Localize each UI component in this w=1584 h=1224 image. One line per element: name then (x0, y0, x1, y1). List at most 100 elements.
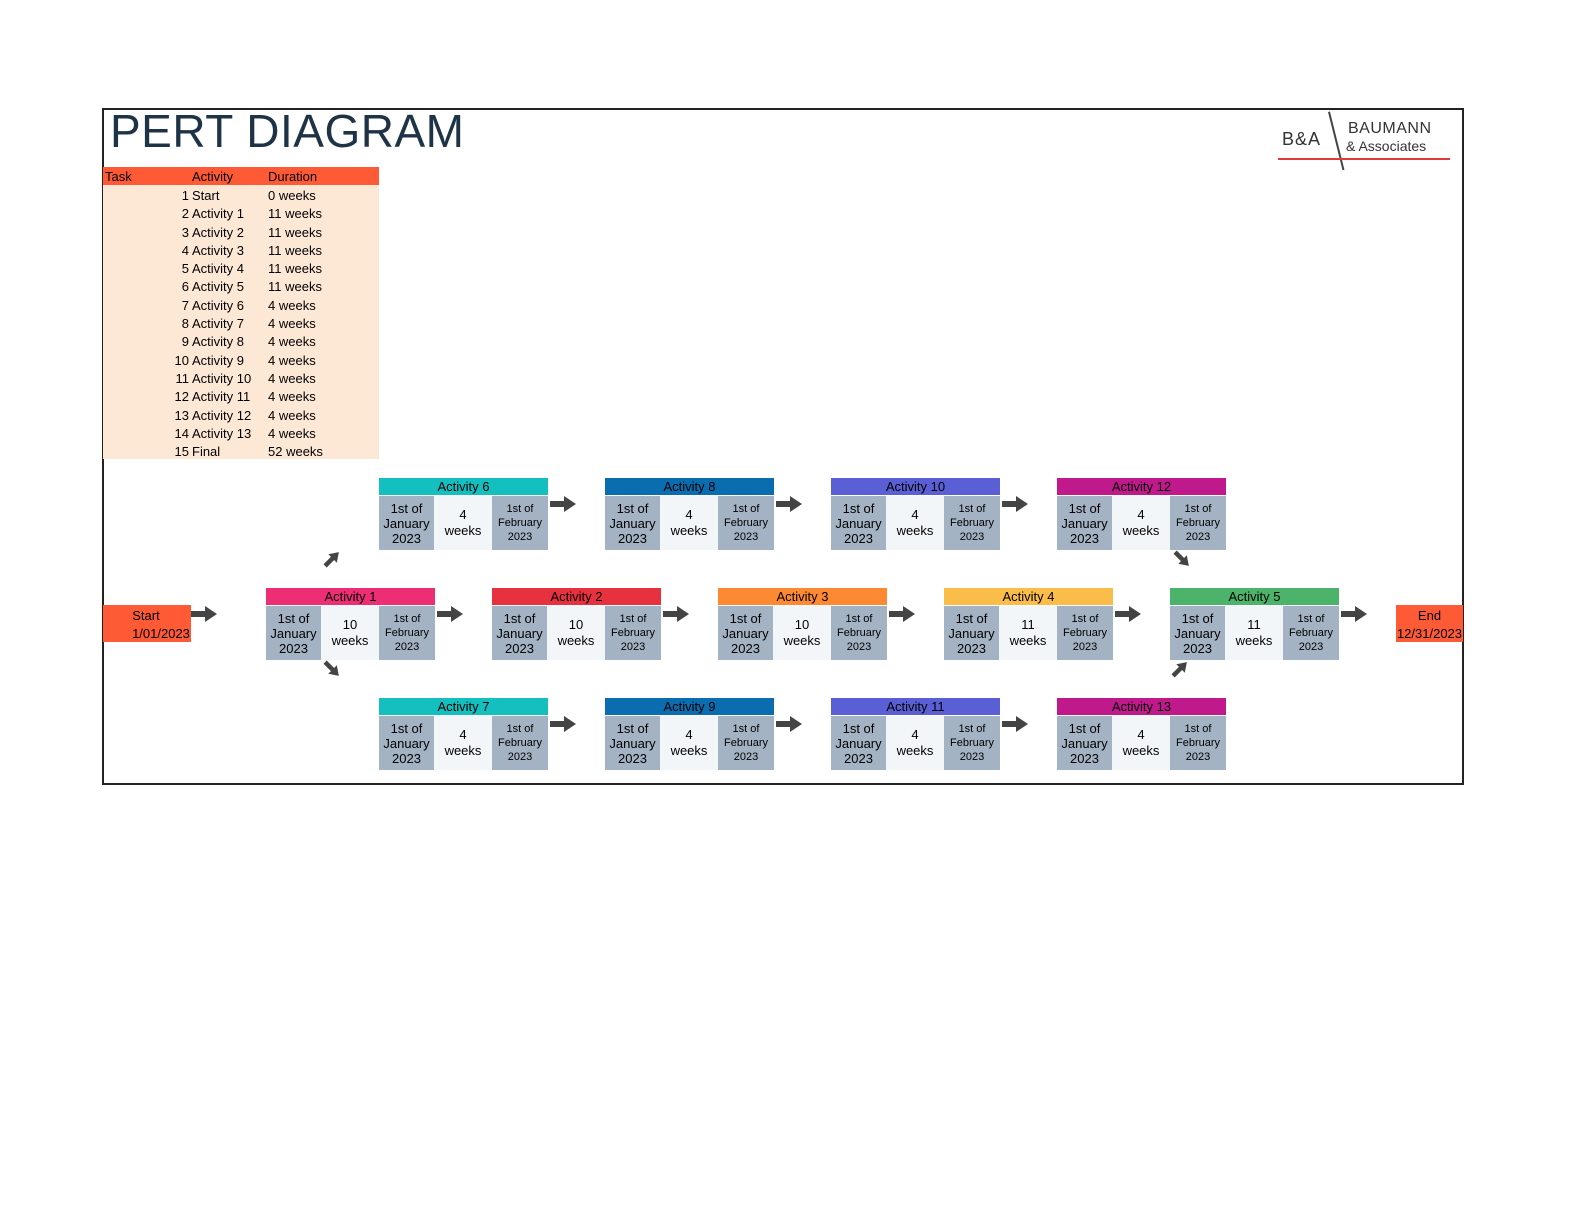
early-start: 1st of January 2023 (379, 716, 434, 770)
arrow-icon (888, 605, 916, 623)
start-label: Start (132, 608, 160, 623)
early-start: 1st of January 2023 (266, 606, 321, 660)
activity-duration: 4 weeks (268, 407, 316, 423)
activity-title: Activity 8 (605, 478, 774, 495)
duration: 4 weeks (660, 496, 718, 550)
activity-name: Activity 11 (192, 389, 251, 405)
early-finish: 1st of February 2023 (1283, 606, 1339, 660)
end-label: End (1417, 608, 1442, 623)
activity-name: Activity 6 (192, 297, 245, 313)
activity-title: Activity 1 (266, 588, 435, 605)
activity-name: Activity 5 (192, 279, 245, 295)
activity-name: Activity 2 (192, 224, 245, 240)
activity-name: Activity 8 (192, 334, 245, 350)
duration: 4 weeks (1112, 716, 1170, 770)
early-finish: 1st of February 2023 (1170, 496, 1226, 550)
early-start: 1st of January 2023 (379, 496, 434, 550)
activity-title: Activity 2 (492, 588, 661, 605)
arrow-icon (1340, 605, 1368, 623)
early-finish: 1st of February 2023 (492, 716, 548, 770)
activity-title: Activity 9 (605, 698, 774, 715)
task-number: 1 (181, 188, 189, 203)
duration: 4 weeks (660, 716, 718, 770)
arrow-icon (549, 715, 577, 733)
activity-name: Activity 3 (192, 242, 245, 258)
activity-title: Activity 13 (1057, 698, 1226, 715)
early-start: 1st of January 2023 (492, 606, 547, 660)
duration: 4 weeks (434, 716, 492, 770)
early-finish: 1st of February 2023 (718, 496, 774, 550)
logo-name-line1: BAUMANN (1348, 120, 1432, 137)
task-number: 14 (174, 425, 189, 441)
activity-title: Activity 3 (718, 588, 887, 605)
early-start: 1st of January 2023 (1057, 496, 1112, 550)
activity-duration: 11 weeks (268, 206, 322, 222)
duration: 10 weeks (321, 606, 379, 660)
activity-duration: 4 weeks (268, 389, 316, 405)
activity-name: Start (192, 188, 220, 203)
activity-name: Activity 12 (192, 407, 252, 423)
activity-duration: 11 weeks (268, 242, 322, 258)
task-number: 10 (174, 352, 189, 368)
arrow-icon (775, 495, 803, 513)
activity-name: Final (192, 444, 221, 460)
early-start: 1st of January 2023 (831, 716, 886, 770)
duration: 10 weeks (773, 606, 831, 660)
activity-title: Activity 11 (831, 698, 1000, 715)
duration: 11 weeks (1225, 606, 1283, 660)
early-finish: 1st of February 2023 (944, 496, 1000, 550)
arrow-icon (1001, 495, 1029, 513)
activity-duration: 4 weeks (268, 297, 316, 313)
duration: 4 weeks (434, 496, 492, 550)
table-header: Task Activity Duration (103, 167, 379, 185)
arrow-icon (1114, 605, 1142, 623)
arrow-icon (1001, 715, 1029, 733)
early-finish: 1st of February 2023 (1057, 606, 1113, 660)
logo-underline (1278, 158, 1450, 160)
activity-title: Activity 4 (944, 588, 1113, 605)
early-finish: 1st of February 2023 (492, 496, 548, 550)
duration: 11 weeks (999, 606, 1057, 660)
task-number: 9 (181, 334, 189, 350)
activity-name: Activity 10 (192, 370, 252, 386)
activity-duration: 4 weeks (268, 352, 316, 368)
early-finish: 1st of February 2023 (1170, 716, 1226, 770)
activity-duration: 11 weeks (268, 279, 322, 295)
arrow-icon (190, 605, 218, 623)
logo-initials: B&A (1282, 129, 1322, 149)
task-number: 3 (181, 224, 189, 240)
early-finish: 1st of February 2023 (379, 606, 435, 660)
activity-duration: 4 weeks (268, 316, 316, 332)
early-start: 1st of January 2023 (605, 496, 660, 550)
activity-title: Activity 7 (379, 698, 548, 715)
start-node: Start 1/01/2023 (103, 605, 191, 642)
activity-name: Activity 4 (192, 261, 245, 277)
arrow-icon (1166, 660, 1194, 678)
arrow-icon (436, 605, 464, 623)
task-number: 6 (181, 279, 189, 295)
task-number: 11 (175, 370, 190, 386)
early-start: 1st of January 2023 (1170, 606, 1225, 660)
early-start: 1st of January 2023 (944, 606, 999, 660)
duration: 4 weeks (886, 496, 944, 550)
early-finish: 1st of February 2023 (944, 716, 1000, 770)
header-duration: Duration (268, 169, 318, 184)
task-number: 2 (181, 206, 189, 222)
arrow-icon (318, 660, 346, 678)
duration: 4 weeks (886, 716, 944, 770)
